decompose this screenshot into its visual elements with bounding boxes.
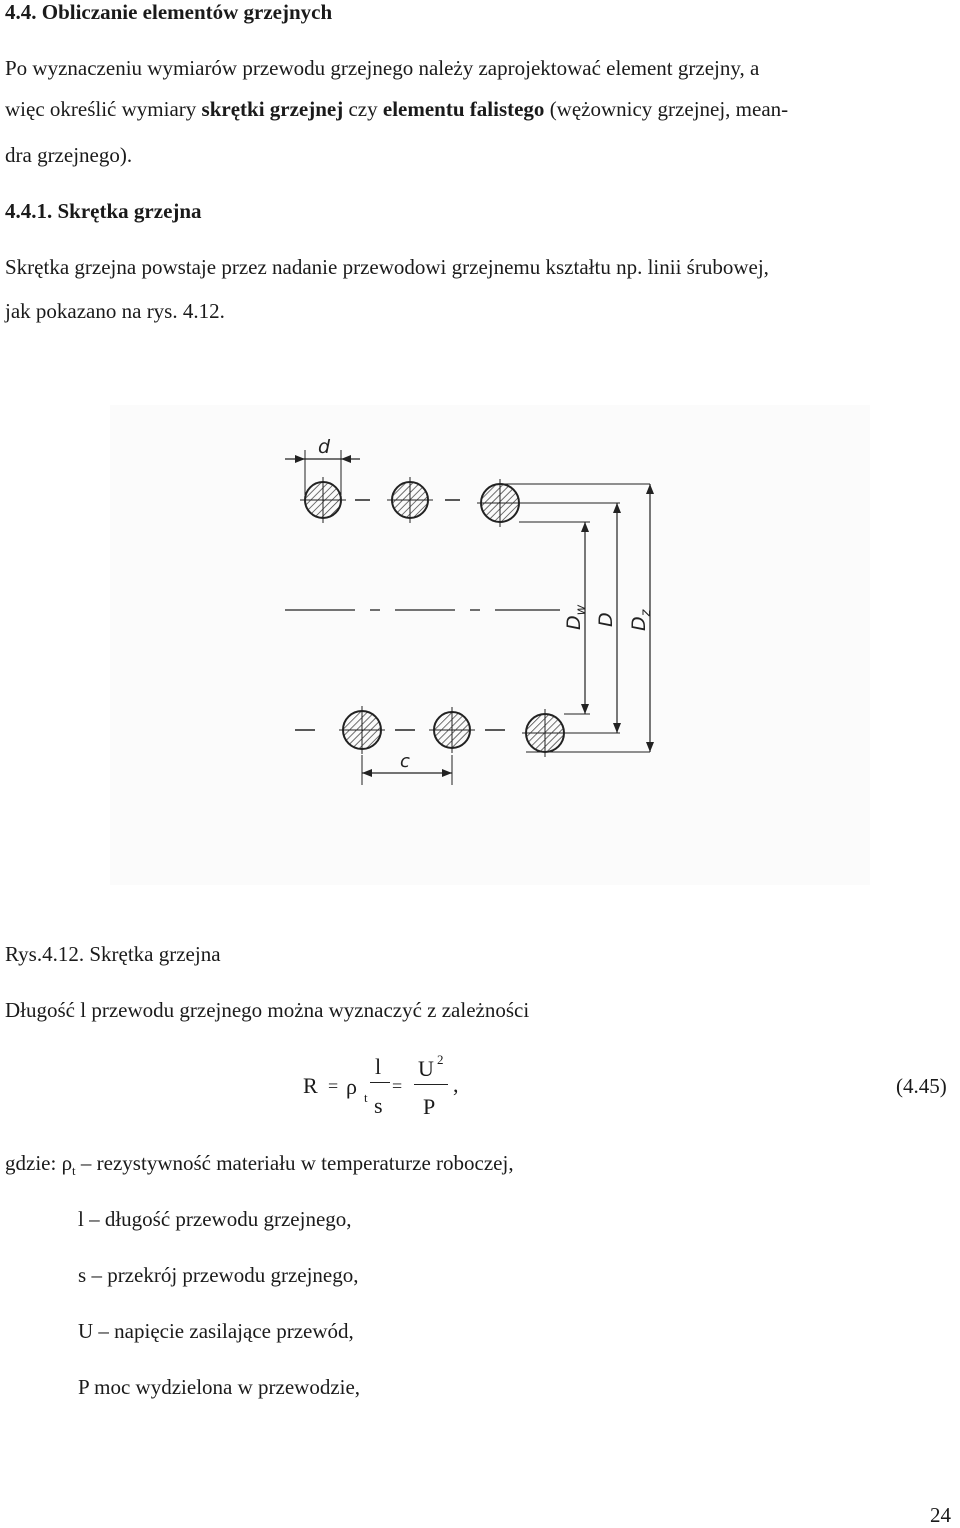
- intro-line-3: dra grzejnego).: [5, 143, 133, 167]
- page-number: 24: [930, 1503, 951, 1527]
- dimension-d: [285, 450, 360, 495]
- legend-symbol: P: [78, 1375, 89, 1399]
- formula-num-u: U: [418, 1056, 434, 1081]
- label-D: D: [595, 612, 617, 627]
- label-dw: Dw: [563, 604, 589, 630]
- wire-top-1: [300, 477, 346, 523]
- intro-text: więc określić wymiary: [5, 97, 202, 121]
- legend-row: gdzie: ρt – rezystywność materiału w tem…: [5, 1151, 514, 1179]
- legend-desc: moc wydzielona w przewodzie,: [88, 1375, 361, 1399]
- formula-rho: ρ: [346, 1074, 357, 1099]
- formula-num-u-sup: 2: [437, 1052, 444, 1067]
- fraction-bar-2: [414, 1084, 448, 1085]
- dimension-dz: [646, 484, 654, 752]
- label-c: c: [400, 751, 410, 772]
- legend-desc: – długość przewodu grzejnego,: [83, 1207, 352, 1231]
- legend-desc: – rezystywność materiału w temperaturze …: [75, 1151, 514, 1175]
- fraction-bar-1: [370, 1082, 390, 1083]
- intro-line-2: więc określić wymiary skrętki grzejnej c…: [5, 97, 788, 122]
- wire-top-2: [387, 477, 433, 523]
- svg-text:D: D: [595, 612, 617, 627]
- legend-symbol: U: [78, 1319, 94, 1343]
- figure-skretka: d: [90, 395, 880, 905]
- subsection-title: Skrętka grzejna: [57, 199, 202, 223]
- section-heading: 4.4. Obliczanie elementów grzejnych: [5, 0, 332, 25]
- intro-text: (wężownicy grzejnej, mean-: [544, 97, 789, 121]
- formula-equals-2: =: [392, 1076, 403, 1096]
- section-title: Obliczanie elementów grzejnych: [41, 0, 333, 24]
- legend-row: P moc wydzielona w przewodzie,: [78, 1375, 360, 1400]
- sub-text-line-2: jak pokazano na rys. 4.12.: [5, 299, 225, 323]
- term-element-falisty: elementu falistego: [382, 97, 545, 121]
- section-number: 4.4.: [5, 0, 37, 24]
- wire-bottom-2: [429, 707, 475, 753]
- legend-desc: – przekrój przewodu grzejnego,: [86, 1263, 359, 1287]
- legend-row: U – napięcie zasilające przewód,: [78, 1319, 354, 1344]
- term-skretka: skrętki grzejnej: [201, 97, 344, 121]
- legend-symbol: s: [78, 1263, 87, 1287]
- scan-background: [110, 405, 870, 885]
- formula-lhs: R: [303, 1073, 318, 1098]
- skretka-diagram: d: [110, 405, 870, 885]
- legend-intro: gdzie:: [5, 1151, 62, 1175]
- formula-rho-sub: t: [364, 1090, 368, 1105]
- equation-number: (4.45): [896, 1074, 947, 1098]
- legend-symbol: l: [78, 1207, 84, 1231]
- legend-symbol: ρ: [61, 1151, 73, 1175]
- length-text: Długość l przewodu grzejnego można wyzna…: [5, 998, 530, 1022]
- formula-den-s: s: [374, 1093, 383, 1118]
- formula-comma: ,: [453, 1072, 459, 1097]
- formula-equals: =: [328, 1076, 339, 1096]
- sub-text-line-1: Skrętka grzejna powstaje przez nadanie p…: [5, 255, 769, 279]
- legend-row: l – długość przewodu grzejnego,: [78, 1207, 352, 1232]
- dimension-c: [361, 755, 453, 785]
- extension-lines: [500, 483, 650, 753]
- label-dz: Dz: [628, 608, 654, 631]
- figure-caption: Rys.4.12. Skrętka grzejna: [5, 942, 221, 966]
- subsection-heading: 4.4.1. Skrętka grzejna: [5, 199, 202, 224]
- svg-text:Dz: Dz: [628, 608, 654, 631]
- dimension-dw: [581, 522, 589, 714]
- legend-desc: – napięcie zasilające przewód,: [93, 1319, 354, 1343]
- svg-text:Dw: Dw: [563, 604, 589, 630]
- formula-den-p: P: [423, 1094, 436, 1119]
- legend-row: s – przekrój przewodu grzejnego,: [78, 1263, 359, 1288]
- legend-symbol-sub: t: [72, 1163, 76, 1179]
- label-d: d: [318, 436, 331, 458]
- wire-bottom-1: [339, 706, 385, 754]
- dimension-D: [613, 503, 621, 733]
- intro-line-1: Po wyznaczeniu wymiarów przewodu grzejne…: [5, 56, 760, 80]
- formula-num-l: l: [375, 1054, 382, 1079]
- subsection-number: 4.4.1.: [5, 199, 53, 223]
- intro-text: czy: [343, 97, 383, 121]
